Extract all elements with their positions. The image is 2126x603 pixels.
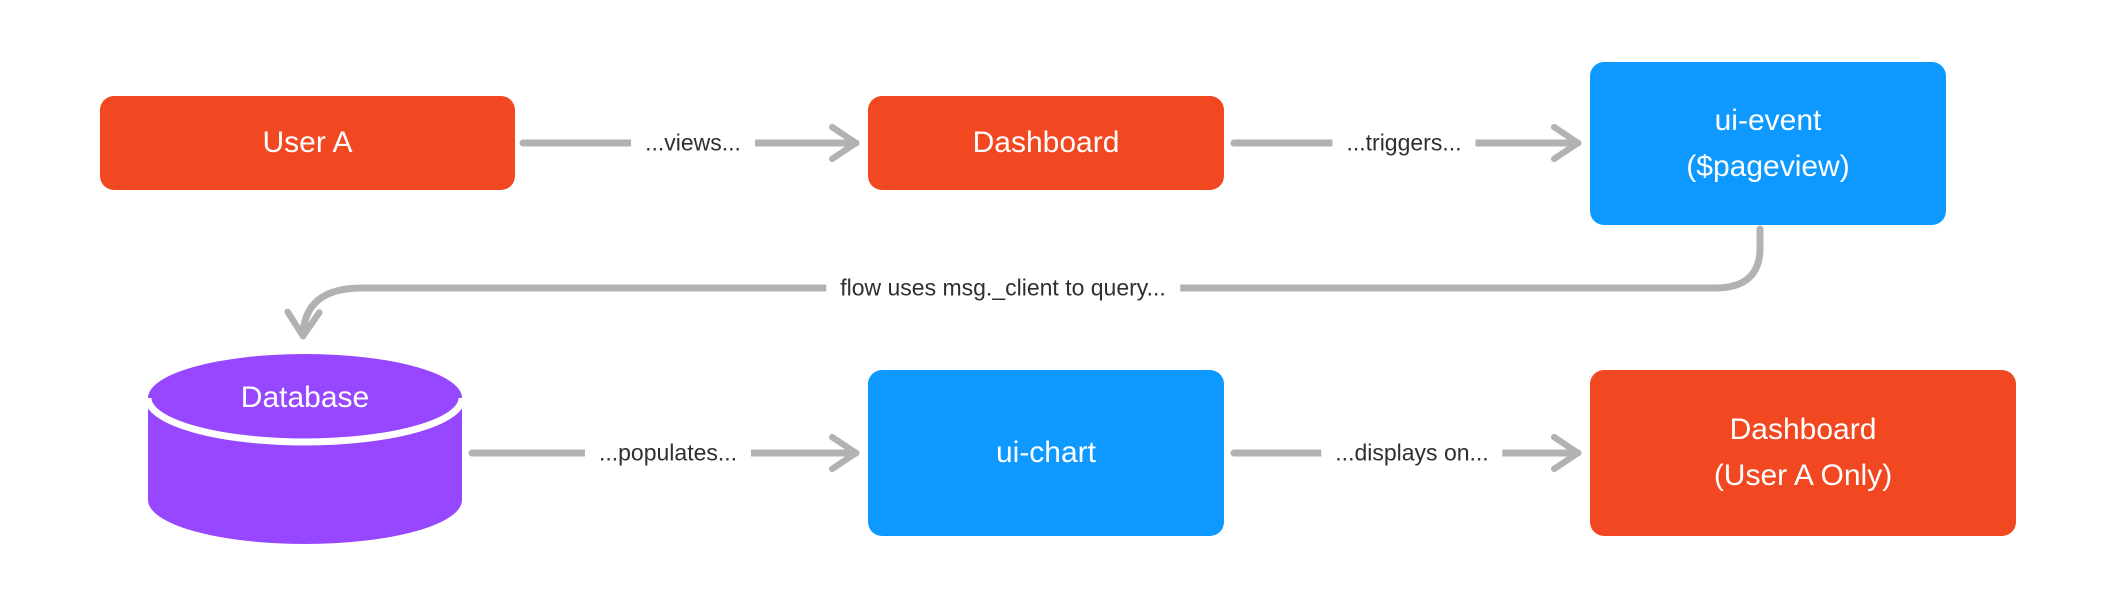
connector-views-label: ...views... — [631, 127, 755, 159]
connector-populates-label: ...populates... — [584, 437, 752, 469]
connector-query-label: flow uses msg._client to query... — [826, 272, 1180, 304]
node-dashboard-user-a-only-label-line2: (User A Only) — [1713, 459, 1893, 492]
connector-displays-label: ...displays on... — [1321, 437, 1503, 469]
node-dashboard: Dashboard — [868, 96, 1224, 190]
database-cylinder-lid — [148, 354, 462, 442]
node-ui-event-label-line1: ui-event — [1714, 103, 1822, 137]
node-dashboard-user-a-only-label-line1: Dashboard — [1729, 413, 1877, 446]
database-cylinder-seam — [144, 397, 466, 446]
node-dashboard-user-a-only: Dashboard (User A Only) — [1590, 370, 2016, 536]
node-dashboard-label: Dashboard — [972, 126, 1120, 159]
node-ui-event: ui-event ($pageview) — [1590, 62, 1946, 225]
node-database-label: Database — [240, 381, 370, 414]
node-ui-event-label-line2: ($pageview) — [1686, 149, 1850, 183]
database-cylinder-shape — [144, 354, 466, 544]
node-user-a-label: User A — [262, 126, 353, 159]
node-ui-chart: ui-chart — [868, 370, 1224, 536]
database-cylinder-body — [148, 398, 462, 544]
node-ui-chart-label: ui-chart — [995, 436, 1097, 469]
node-user-a: User A — [100, 96, 515, 190]
connector-triggers-label: ...triggers... — [1332, 127, 1476, 159]
